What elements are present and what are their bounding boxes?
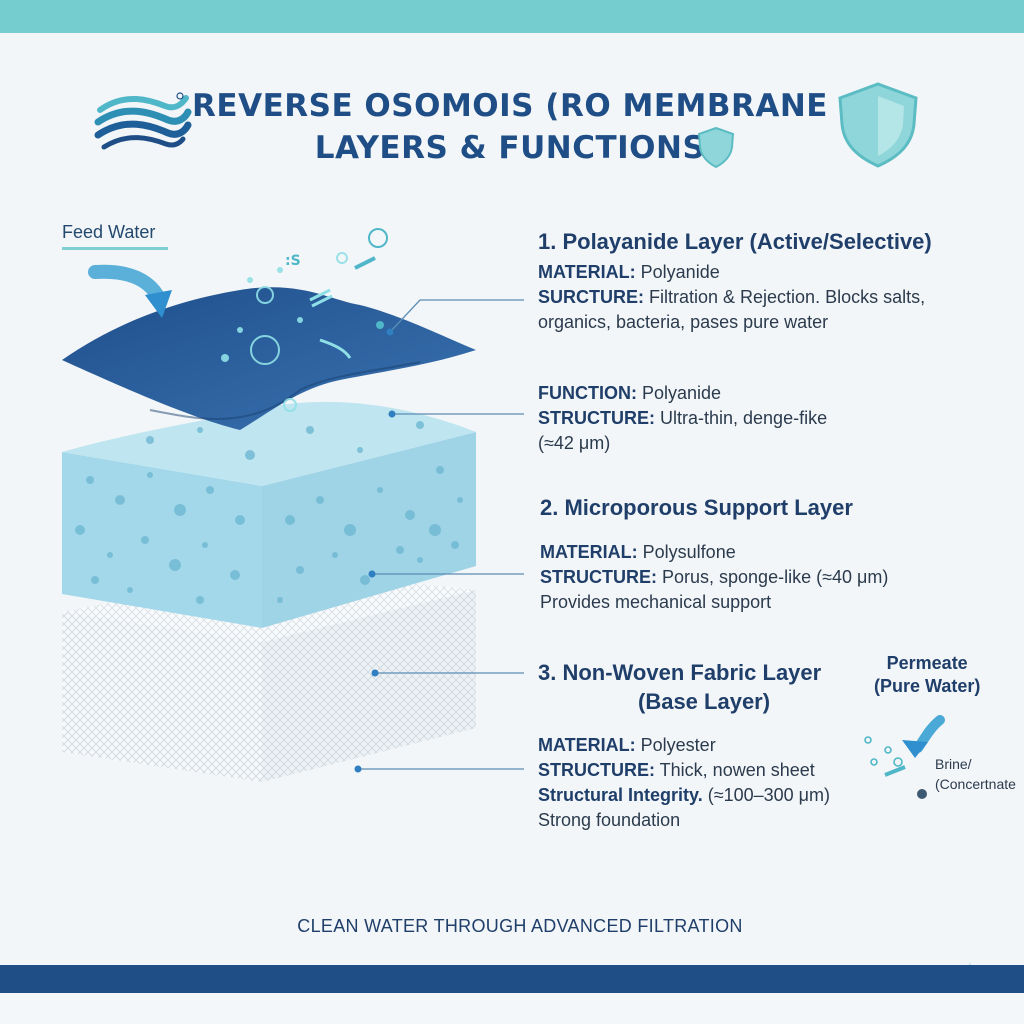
- layer-3-material: MATERIAL: Polyester: [538, 735, 716, 755]
- footer-tagline: CLEAN WATER THROUGH ADVANCED FILTRATION: [297, 916, 743, 936]
- permeate-label: Permeate (Pure Water): [874, 652, 980, 698]
- layer-1-function: FUNCTION: Polyanide: [538, 383, 722, 403]
- layer-3-description: Strong foundation: [538, 810, 681, 830]
- brine-line-1: Brine/: [935, 756, 972, 772]
- layer-3-subheading: (Base Layer): [638, 689, 771, 714]
- layer-1-thickness: (≈42 μm): [538, 433, 611, 453]
- bottom-band: [0, 965, 1024, 993]
- title-line-2: LAYERS & FUNCTIONS: [314, 130, 706, 166]
- feed-water-label: Feed Water: [62, 222, 156, 242]
- layer-1-description: organics, bacteria, pases pure water: [538, 312, 829, 332]
- layer-1-structure: STRUCTURE: Ultra-thin, denge-fike: [538, 408, 828, 428]
- layer-2-heading: 2. Microporous Support Layer: [540, 495, 853, 520]
- layer-2-structure: STRUCTURE: Porus, sponge-like (≈40 μm): [540, 567, 889, 587]
- layer-2-description: Provides mechanical support: [540, 592, 772, 612]
- layer-3-integrity: Structural Integrity. (≈100–300 μm): [538, 785, 831, 805]
- fabric-layer: [62, 570, 476, 782]
- title-line-1: REVERSE OSOMOIS (RO MEMBRANE: [192, 88, 828, 124]
- permeate-arrow-icon: [902, 715, 945, 758]
- svg-text::S: :S: [285, 253, 301, 269]
- layer-1-surcture: SURCTURE: Filtration & Rejection. Blocks…: [538, 287, 926, 307]
- layer-2-material: MATERIAL: Polysulfone: [540, 542, 736, 562]
- bottom-strip: [0, 993, 1024, 1024]
- layer-1-heading: 1. Polayanide Layer (Active/Selective): [538, 229, 932, 254]
- permeate-line-1: Permeate: [886, 653, 968, 673]
- permeate-line-2: (Pure Water): [874, 676, 981, 696]
- layer-1-material: MATERIAL: Polyanide: [538, 262, 720, 282]
- layer-3-heading: 3. Non-Woven Fabric Layer: [538, 660, 822, 685]
- top-band: [0, 0, 1024, 33]
- brine-label: Brine/ (Concertnate: [935, 754, 1016, 794]
- brine-line-2: (Concertnate: [935, 776, 1016, 792]
- support-layer: [62, 401, 476, 628]
- feed-water-underline: [62, 247, 168, 250]
- feed-arrow-icon: [88, 264, 172, 318]
- layer-3-structure: STRUCTURE: Thick, nowen sheet: [538, 760, 815, 780]
- active-layer: [62, 252, 476, 430]
